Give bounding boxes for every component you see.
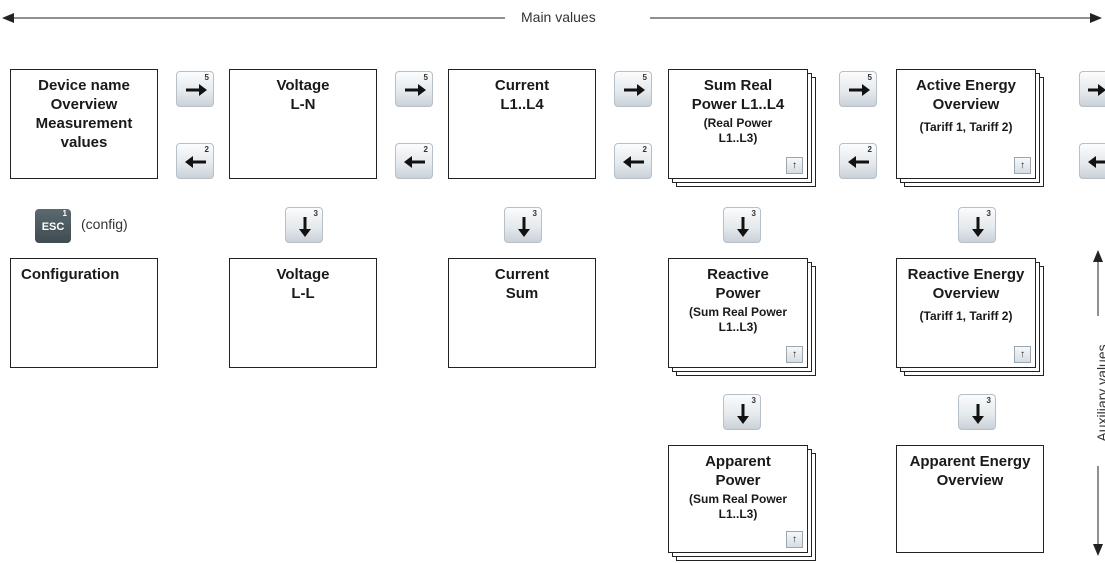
sum-real-power-box: Sum Real Power L1..L4 (Real Power L1..L3… <box>668 69 808 179</box>
current-line1: Current <box>494 77 550 94</box>
main-values-arrow <box>2 13 1102 23</box>
left-arrow-key[interactable]: 2 <box>614 143 652 179</box>
key-number: 2 <box>423 145 428 154</box>
key-number: 5 <box>642 73 647 82</box>
sum-real-sub2: L1..L3) <box>718 131 758 145</box>
key-number: 1 <box>62 209 67 218</box>
esc-label: ESC <box>41 221 65 233</box>
reactive-energy-line1: Reactive Energy <box>907 266 1025 283</box>
reactive-power-box: Reactive Power (Sum Real Power L1..L3) ↑ <box>668 258 808 368</box>
down-arrow-key[interactable]: 3 <box>958 207 996 243</box>
main-values-label: Main values <box>521 9 596 25</box>
active-energy-box: Active Energy Overview (Tariff 1, Tariff… <box>896 69 1036 179</box>
current-box: Current L1..L4 <box>448 69 596 179</box>
apparent-power-line2: Power <box>715 472 761 489</box>
right-arrow-key[interactable] <box>1079 71 1105 107</box>
key-number: 2 <box>867 145 872 154</box>
voltage-ln-line1: Voltage <box>276 77 330 94</box>
right-arrow-key[interactable]: 5 <box>614 71 652 107</box>
key-number: 3 <box>986 209 991 218</box>
device-line3: Measurement <box>35 115 133 132</box>
voltage-ln-box: Voltage L-N <box>229 69 377 179</box>
reactive-power-line1: Reactive <box>707 266 769 283</box>
apparent-power-box: Apparent Power (Sum Real Power L1..L3) ↑ <box>668 445 808 553</box>
sum-real-line2: Power L1..L4 <box>691 96 785 113</box>
sum-real-line1: Sum Real <box>703 77 773 94</box>
current-line2: L1..L4 <box>500 96 544 113</box>
active-energy-line1: Active Energy <box>915 77 1017 94</box>
down-arrow-key[interactable]: 3 <box>285 207 323 243</box>
apparent-energy-box: Apparent Energy Overview <box>896 445 1044 553</box>
reactive-power-sub1: (Sum Real Power <box>688 305 788 319</box>
key-number: 5 <box>423 73 428 82</box>
left-arrow-key[interactable] <box>1079 143 1105 179</box>
down-arrow-key[interactable]: 3 <box>958 394 996 430</box>
active-energy-sub1: (Tariff 1, Tariff 2) <box>919 120 1013 134</box>
device-line4: values <box>60 134 108 151</box>
up-arrow-icon: ↑ <box>786 346 803 363</box>
down-arrow-key[interactable]: 3 <box>504 207 542 243</box>
apparent-power-line1: Apparent <box>705 453 771 470</box>
reactive-power-line2: Power <box>715 285 761 302</box>
key-number: 3 <box>751 396 756 405</box>
active-energy-line2: Overview <box>932 96 1000 113</box>
right-arrow-key[interactable]: 5 <box>176 71 214 107</box>
right-arrow-key[interactable]: 5 <box>839 71 877 107</box>
voltage-ll-line2: L-L <box>291 285 315 302</box>
apparent-power-sub1: (Sum Real Power <box>688 492 788 506</box>
key-number: 3 <box>532 209 537 218</box>
key-number: 2 <box>204 145 209 154</box>
current-sum-line1: Current <box>494 266 550 283</box>
reactive-energy-line2: Overview <box>932 285 1000 302</box>
auxiliary-values-arrow <box>1093 250 1103 556</box>
current-sum-line2: Sum <box>505 285 539 302</box>
key-number: 3 <box>751 209 756 218</box>
apparent-energy-line1: Apparent Energy <box>909 453 1031 470</box>
up-arrow-icon: ↑ <box>786 157 803 174</box>
sum-real-sub1: (Real Power <box>703 116 773 130</box>
reactive-energy-sub1: (Tariff 1, Tariff 2) <box>919 309 1013 323</box>
device-line2: Overview <box>50 96 118 113</box>
down-arrow-key[interactable]: 3 <box>723 207 761 243</box>
apparent-energy-line2: Overview <box>936 472 1004 489</box>
reactive-power-sub2: L1..L3) <box>718 320 758 334</box>
key-number: 3 <box>986 396 991 405</box>
configuration-box: Configuration <box>10 258 158 368</box>
right-arrow-key[interactable]: 5 <box>395 71 433 107</box>
reactive-energy-box: Reactive Energy Overview (Tariff 1, Tari… <box>896 258 1036 368</box>
key-number: 2 <box>642 145 647 154</box>
up-arrow-icon: ↑ <box>786 531 803 548</box>
left-arrow-key[interactable]: 2 <box>839 143 877 179</box>
current-sum-box: Current Sum <box>448 258 596 368</box>
up-arrow-icon: ↑ <box>1014 346 1031 363</box>
device-name-box: Device name Overview Measurement values <box>10 69 158 179</box>
voltage-ln-line2: L-N <box>290 96 316 113</box>
auxiliary-values-label: Auxiliary values <box>1094 344 1105 442</box>
up-arrow-icon: ↑ <box>1014 157 1031 174</box>
esc-key[interactable]: ESC 1 <box>35 209 71 243</box>
voltage-ll-box: Voltage L-L <box>229 258 377 368</box>
device-line1: Device name <box>38 77 130 94</box>
configuration-line1: Configuration <box>21 266 120 283</box>
down-arrow-key[interactable]: 3 <box>723 394 761 430</box>
left-arrow-key[interactable]: 2 <box>395 143 433 179</box>
config-label: (config) <box>81 216 128 232</box>
key-number: 5 <box>204 73 209 82</box>
left-arrow-key[interactable]: 2 <box>176 143 214 179</box>
key-number: 3 <box>313 209 318 218</box>
voltage-ll-line1: Voltage <box>276 266 330 283</box>
apparent-power-sub2: L1..L3) <box>718 507 758 521</box>
key-number: 5 <box>867 73 872 82</box>
